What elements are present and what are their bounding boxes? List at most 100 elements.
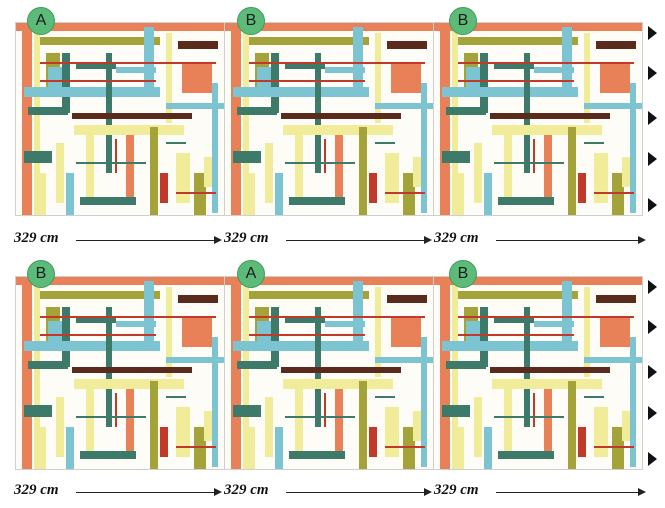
- pattern-stripe: [245, 173, 255, 215]
- pattern-stripe: [492, 379, 602, 389]
- wallpaper-pattern: [434, 23, 642, 215]
- pattern-stripe: [40, 37, 160, 45]
- pattern-stripe: [584, 33, 590, 123]
- wallpaper-pattern: [225, 23, 433, 215]
- pattern-stripe: [285, 63, 325, 69]
- wallpaper-pattern: [16, 277, 224, 469]
- pattern-stripe: [498, 451, 554, 459]
- arrow-head-icon: [214, 488, 222, 496]
- pattern-stripe: [325, 321, 365, 327]
- pattern-stripe: [28, 107, 68, 115]
- pattern-stripe: [166, 103, 224, 109]
- pattern-stripe: [442, 151, 470, 163]
- pattern-stripe: [452, 285, 458, 469]
- pattern-stripe: [544, 135, 552, 205]
- pattern-stripe: [375, 357, 433, 363]
- pattern-stripe: [243, 31, 249, 215]
- pattern-stripe: [76, 63, 116, 69]
- pattern-stripe: [178, 295, 218, 303]
- wallpaper-pattern: [434, 277, 642, 469]
- pattern-stripe: [40, 291, 160, 299]
- pattern-stripe: [176, 153, 190, 203]
- pattern-stripe: [490, 113, 610, 119]
- pattern-stripe: [24, 341, 160, 351]
- pattern-stripe: [584, 103, 642, 109]
- measure-arrow-line: [76, 492, 218, 493]
- marker-triangle-icon: [648, 26, 657, 40]
- pattern-stripe: [391, 63, 421, 93]
- panel-row-2: B A B 329 cm 329 cm 329 cm: [0, 254, 665, 508]
- arrow-head-icon: [638, 236, 646, 244]
- pattern-stripe: [369, 173, 377, 203]
- pattern-stripe: [492, 125, 602, 135]
- pattern-stripe: [474, 143, 482, 203]
- pattern-stripe: [160, 427, 168, 457]
- pattern-stripe: [387, 41, 427, 49]
- wallpaper-panel-6: [433, 276, 643, 470]
- pattern-stripe: [22, 285, 32, 469]
- pattern-stripe: [446, 361, 486, 369]
- pattern-stripe: [233, 87, 369, 97]
- pattern-stripe: [480, 53, 488, 113]
- pattern-stripe: [76, 317, 116, 323]
- pattern-stripe: [80, 451, 136, 459]
- measure-arrow-line: [286, 492, 428, 493]
- marker-triangle-icon: [648, 198, 657, 212]
- pattern-stripe: [353, 281, 363, 343]
- pattern-stripe: [504, 135, 512, 205]
- pattern-stripe: [568, 127, 576, 215]
- pattern-stripe: [212, 337, 218, 467]
- arrow-head-icon: [214, 236, 222, 244]
- pattern-stripe: [353, 27, 363, 89]
- pattern-stripe: [498, 197, 554, 205]
- width-measure-label: 329 cm: [14, 230, 59, 246]
- pattern-stripe: [584, 357, 642, 363]
- pattern-stripe: [160, 173, 168, 203]
- pattern-stripe: [295, 135, 303, 205]
- pattern-stripe: [442, 87, 578, 97]
- pattern-stripe: [116, 67, 156, 73]
- wallpaper-panel-2: [224, 22, 434, 216]
- pattern-stripe: [86, 135, 94, 205]
- pattern-stripe: [34, 31, 40, 215]
- pattern-stripe: [325, 67, 365, 73]
- pattern-stripe: [150, 381, 158, 469]
- pattern-stripe: [359, 127, 367, 215]
- pattern-stripe: [494, 317, 534, 323]
- pattern-stripe: [243, 285, 249, 469]
- pattern-stripe: [544, 389, 552, 459]
- pattern-stripe: [369, 427, 377, 457]
- pattern-stripe: [86, 389, 94, 459]
- pattern-stripe: [22, 31, 32, 215]
- pattern-stripe: [484, 173, 492, 215]
- wallpaper-pattern: [225, 277, 433, 469]
- pattern-stripe: [233, 405, 261, 417]
- pattern-stripe: [72, 113, 192, 119]
- width-measure-label: 329 cm: [224, 230, 269, 246]
- pattern-stripe: [166, 357, 224, 363]
- pattern-stripe: [630, 83, 636, 213]
- pattern-stripe: [56, 143, 64, 203]
- pattern-stripe: [237, 361, 277, 369]
- pattern-stripe: [458, 37, 578, 45]
- pattern-stripe: [578, 427, 586, 457]
- pattern-stripe: [74, 125, 184, 135]
- pattern-stripe: [335, 389, 343, 459]
- width-measure-label: 329 cm: [14, 482, 59, 498]
- pattern-stripe: [359, 381, 367, 469]
- pattern-stripe: [534, 321, 574, 327]
- pattern-stripe: [442, 341, 578, 351]
- pattern-stripe: [24, 405, 52, 417]
- pattern-stripe: [385, 407, 399, 457]
- pattern-stripe: [335, 135, 343, 205]
- pattern-stripe: [578, 173, 586, 203]
- pattern-stripe: [62, 307, 70, 367]
- pattern-stripe: [24, 87, 160, 97]
- pattern-stripe: [271, 307, 279, 367]
- pattern-stripe: [56, 397, 64, 457]
- arrow-head-icon: [424, 488, 432, 496]
- pattern-stripe: [283, 379, 393, 389]
- pattern-stripe: [562, 27, 572, 89]
- pattern-stripe: [594, 153, 608, 203]
- pattern-stripe: [34, 285, 40, 469]
